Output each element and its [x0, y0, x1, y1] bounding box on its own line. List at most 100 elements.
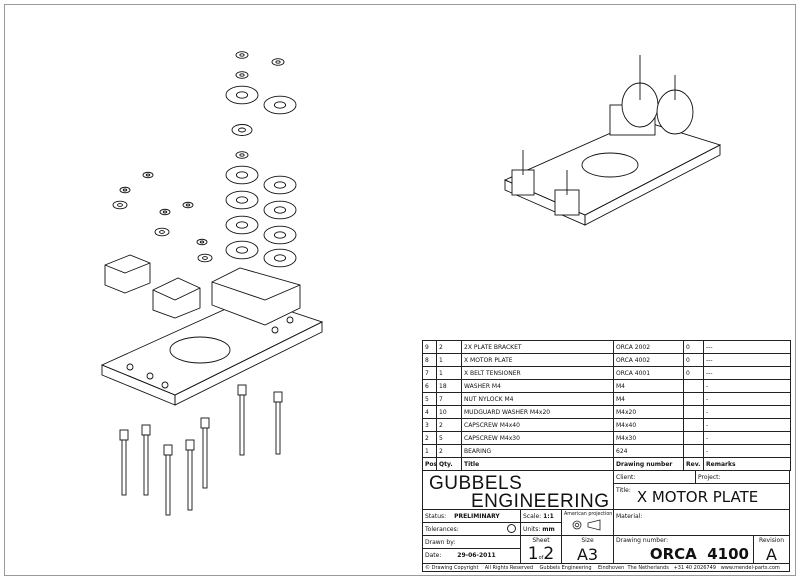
client-label: Client: [616, 474, 636, 481]
units-value: mm [542, 526, 555, 533]
bom-cell-pos: 8 [422, 353, 437, 367]
washer [159, 208, 171, 216]
capscrew-head [273, 391, 283, 403]
bom-header-qty: Qty. [436, 457, 462, 471]
date-label: Date: [425, 552, 442, 559]
washer [271, 58, 285, 66]
washer-hole [239, 153, 245, 157]
copyright-bar: © Drawing Copyright All Rights Reserved … [422, 563, 790, 572]
bom-cell-rev: 0 [683, 366, 704, 380]
washer [263, 248, 297, 268]
scale-label: Scale: [523, 513, 542, 520]
washer-hole [199, 240, 205, 244]
company-logo: GUBBELS ENGINEERING [422, 470, 614, 510]
bom-cell-pos: 4 [422, 405, 437, 419]
status-field: Status: PRELIMINARY [422, 509, 521, 523]
washer-hole [239, 73, 245, 77]
capscrew-shaft [187, 449, 193, 511]
sheet-total: 2 [543, 544, 555, 564]
bom-cell-title: CAPSCREW M4x30 [461, 431, 614, 445]
washer [263, 200, 297, 220]
bom-cell-title: X MOTOR PLATE [461, 353, 614, 367]
drawing-number-label: Drawing number: [616, 537, 669, 544]
size-value: A3 [576, 545, 599, 564]
capscrews [119, 384, 283, 516]
washer-hole [202, 256, 208, 260]
project-label: Project: [698, 474, 721, 481]
bom-cell-drawing-number: M4 [613, 392, 684, 406]
bom-cell-remarks: - [703, 444, 791, 458]
bom-cell-qty: 2 [436, 444, 462, 458]
sheet-label: Sheet [532, 537, 550, 544]
washer-hole [235, 246, 249, 254]
washer-hole [159, 230, 165, 234]
date-value: 29-06-2011 [457, 552, 496, 559]
washer [142, 171, 154, 179]
x-motor-plate [100, 297, 324, 406]
scale-field: Scale: 1:1 [520, 509, 562, 523]
bom-cell-qty: 10 [436, 405, 462, 419]
capscrew-head [200, 417, 210, 429]
washer-hole [273, 181, 287, 189]
washer-hole [235, 221, 249, 229]
title-label: Title: [616, 487, 631, 494]
capscrew-head [237, 384, 247, 396]
projection-symbol-icon [572, 519, 601, 531]
bom-cell-remarks: - [703, 405, 791, 419]
units-field: Units: mm [520, 522, 562, 536]
bom-header-rev: Rev. [683, 457, 704, 471]
washer [182, 201, 194, 209]
title-field: Title: X MOTOR PLATE [613, 483, 790, 510]
bom-cell-remarks: --- [703, 340, 791, 354]
washer [263, 95, 297, 115]
washer-hole [275, 60, 281, 64]
bom-cell-drawing-number: M4x20 [613, 405, 684, 419]
bom-cell-rev [683, 405, 704, 419]
washer [235, 51, 249, 59]
washer-hole [145, 173, 151, 177]
washer [263, 175, 297, 195]
washer [196, 238, 208, 246]
size-label: Size [581, 537, 594, 544]
bom-cell-remarks: --- [703, 366, 791, 380]
capscrew-head [141, 424, 151, 436]
belt-tensioner [211, 267, 301, 326]
washer-hole [273, 206, 287, 214]
bom-cell-pos: 7 [422, 366, 437, 380]
bom-header-pos: Pos [422, 457, 437, 471]
washer [235, 71, 249, 79]
washer-hole [273, 231, 287, 239]
projection-field: American projection [561, 509, 614, 536]
drawing-number-value: ORCA 4100 [649, 545, 749, 563]
bom-cell-remarks: - [703, 431, 791, 445]
bom-cell-pos: 3 [422, 418, 437, 432]
bom-cell-rev [683, 392, 704, 406]
washer-hole [239, 53, 245, 57]
bom-header-remarks: Remarks [703, 457, 791, 471]
tolerance-symbol-icon [507, 524, 516, 533]
capscrew-shaft [239, 394, 245, 456]
bom-cell-qty: 1 [436, 353, 462, 367]
bom-cell-pos: 2 [422, 431, 437, 445]
bom-cell-title: X BELT TENSIONER [461, 366, 614, 380]
bom-cell-drawing-number: 624 [613, 444, 684, 458]
capscrew-shaft [275, 401, 281, 455]
bom-cell-drawing-number: ORCA 4001 [613, 366, 684, 380]
bom-cell-pos: 9 [422, 340, 437, 354]
bom-cell-qty: 1 [436, 366, 462, 380]
washer-hole [273, 254, 287, 262]
bom-cell-drawing-number: ORCA 2002 [613, 340, 684, 354]
washer-stack [112, 51, 297, 268]
drawn-by-field: Drawn by: [422, 535, 521, 549]
bom-cell-qty: 18 [436, 379, 462, 393]
revision-label: Revision [758, 537, 785, 544]
washer [225, 165, 259, 185]
bom-cell-remarks: - [703, 392, 791, 406]
bom-cell-title: CAPSCREW M4x40 [461, 418, 614, 432]
bom-cell-title: WASHER M4 [461, 379, 614, 393]
washer-hole [235, 196, 249, 204]
